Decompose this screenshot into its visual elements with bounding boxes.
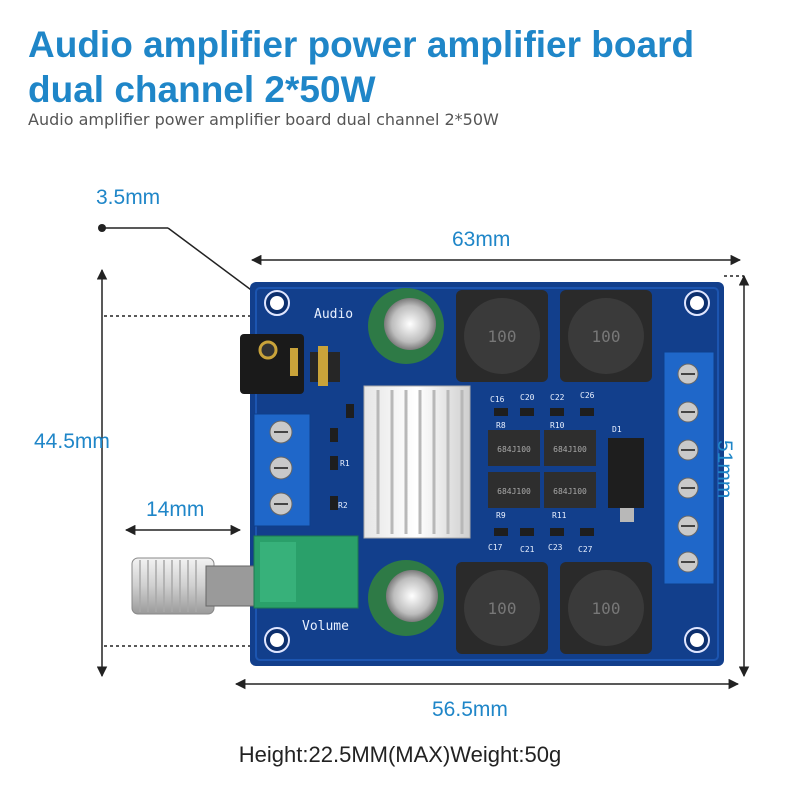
specs-footer: Height:22.5MM(MAX)Weight:50g: [238, 742, 562, 767]
dimension-left-height: 44.5mm: [34, 430, 110, 453]
page-title: Audio amplifier power amplifier board du…: [28, 22, 788, 112]
dimension-hole: 3.5mm: [96, 186, 161, 209]
dimension-shaft: 14mm: [146, 498, 205, 521]
title-line-1: Audio amplifier power amplifier board: [28, 24, 695, 65]
dimension-lines: [96, 227, 750, 690]
dimension-top-width: 63mm: [452, 228, 511, 251]
inductor-4-label: 100: [592, 599, 621, 618]
chip-4-label: 684J100: [553, 487, 587, 496]
inductor-3: 100: [456, 562, 548, 654]
chip-2-label: 684J100: [553, 445, 587, 454]
label-d1: D1: [612, 425, 622, 434]
inductor-2: 100: [560, 290, 652, 382]
heatsink: [363, 385, 471, 539]
smd-chips: 684J100 684J100 684J100 684J100: [488, 430, 596, 508]
audio-jack: [240, 334, 340, 394]
capacitor-top: [368, 288, 444, 364]
label-r11: R11: [552, 511, 567, 520]
silkscreen-labels: C16 C20 C22 C26 R8 R10 R9 R11 C17 C21 C2…: [338, 391, 622, 554]
capacitor-bottom: [368, 560, 444, 636]
label-r8: R8: [496, 421, 506, 430]
title-line-2: dual channel 2*50W: [28, 69, 376, 110]
label-c20: C20: [520, 393, 535, 402]
label-r10: R10: [550, 421, 565, 430]
inductor-1-label: 100: [488, 327, 517, 346]
label-c27: C27: [578, 545, 593, 554]
volume-silk-label: Volume: [302, 619, 349, 634]
label-c26: C26: [580, 391, 595, 400]
label-r2: R2: [338, 501, 348, 510]
inductor-3-label: 100: [488, 599, 517, 618]
label-c21: C21: [520, 545, 535, 554]
subtitle: Audio amplifier power amplifier board du…: [28, 110, 499, 129]
dimension-right-height: 51mm: [713, 440, 736, 499]
smd-small-parts: [330, 404, 594, 536]
audio-silk-label: Audio: [314, 307, 353, 322]
hole-pointer-dot: [98, 224, 106, 232]
label-r9: R9: [496, 511, 506, 520]
terminal-block-left: [253, 413, 311, 527]
label-c17: C17: [488, 543, 503, 552]
volume-potentiometer: [131, 535, 359, 615]
label-c16: C16: [490, 395, 505, 404]
diode-d1: [608, 438, 644, 522]
inductor-2-label: 100: [592, 327, 621, 346]
label-r1: R1: [340, 459, 350, 468]
terminal-block-right: [663, 351, 715, 585]
chip-1-label: 684J100: [497, 445, 531, 454]
inductor-1: 100: [456, 290, 548, 382]
inductor-4: 100: [560, 562, 652, 654]
dimension-bottom-width: 56.5mm: [432, 698, 508, 721]
chip-3-label: 684J100: [497, 487, 531, 496]
mounting-holes: [264, 290, 710, 653]
label-c23: C23: [548, 543, 563, 552]
label-c22: C22: [550, 393, 565, 402]
